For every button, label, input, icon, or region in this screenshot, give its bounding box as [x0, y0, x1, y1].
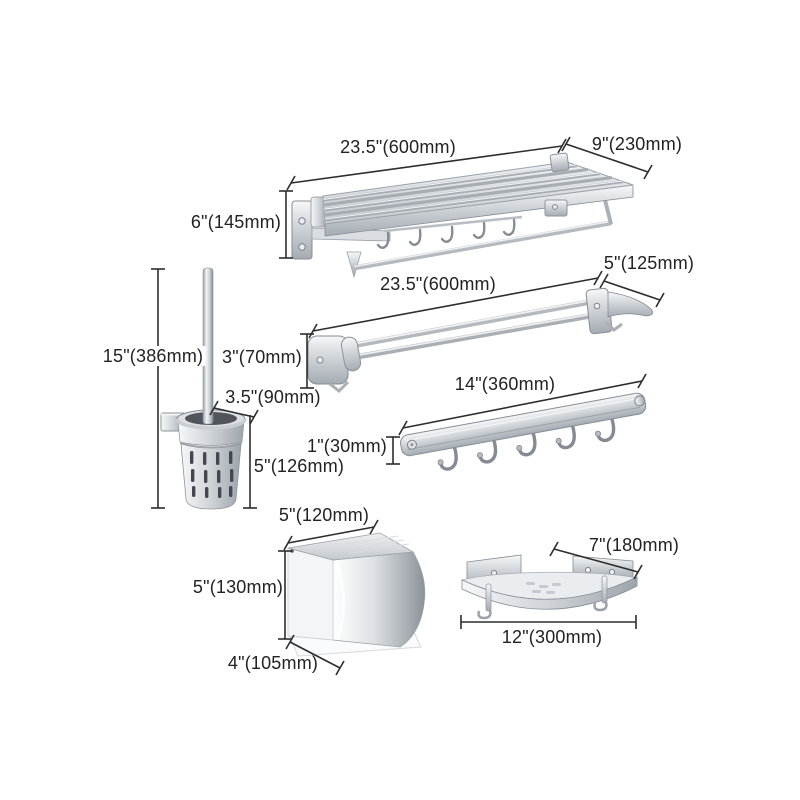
dimension-lines — [150, 136, 665, 676]
toilet-brush-illustration — [160, 267, 247, 510]
dim-towel-rack-height: 6"(145mm) — [190, 212, 282, 232]
dim-paper-holder-depth: 4"(105mm) — [227, 653, 319, 673]
dim-hook-rail-length: 14"(360mm) — [454, 374, 556, 394]
towel-bar-illustration — [307, 287, 654, 393]
dim-corner-shelf-width: 12"(300mm) — [501, 627, 603, 647]
dim-brush-cup-diameter: 3.5"(90mm) — [225, 387, 321, 407]
dim-towel-rack-width: 23.5"(600mm) — [340, 137, 456, 157]
dim-towel-rack-depth: 9"(230mm) — [591, 134, 683, 154]
hook-rail-illustration — [400, 392, 647, 471]
dim-paper-holder-width: 5"(120mm) — [278, 505, 370, 525]
dim-brush-height: 15"(386mm) — [99, 346, 207, 366]
dim-towel-bar-end-offset: 5"(125mm) — [603, 253, 695, 273]
dim-towel-bar-height: 3"(70mm) — [222, 347, 302, 367]
dim-hook-rail-height: 1"(30mm) — [307, 436, 387, 456]
dim-towel-bar-length: 23.5"(600mm) — [380, 274, 496, 294]
dim-corner-shelf-depth: 7"(180mm) — [588, 535, 680, 555]
towel-rack-illustration — [291, 152, 634, 279]
paper-holder-illustration — [287, 532, 426, 657]
corner-shelf-illustration — [460, 554, 639, 620]
dim-brush-cup-height: 5"(126mm) — [253, 456, 345, 476]
dim-paper-holder-height: 5"(130mm) — [192, 577, 284, 597]
